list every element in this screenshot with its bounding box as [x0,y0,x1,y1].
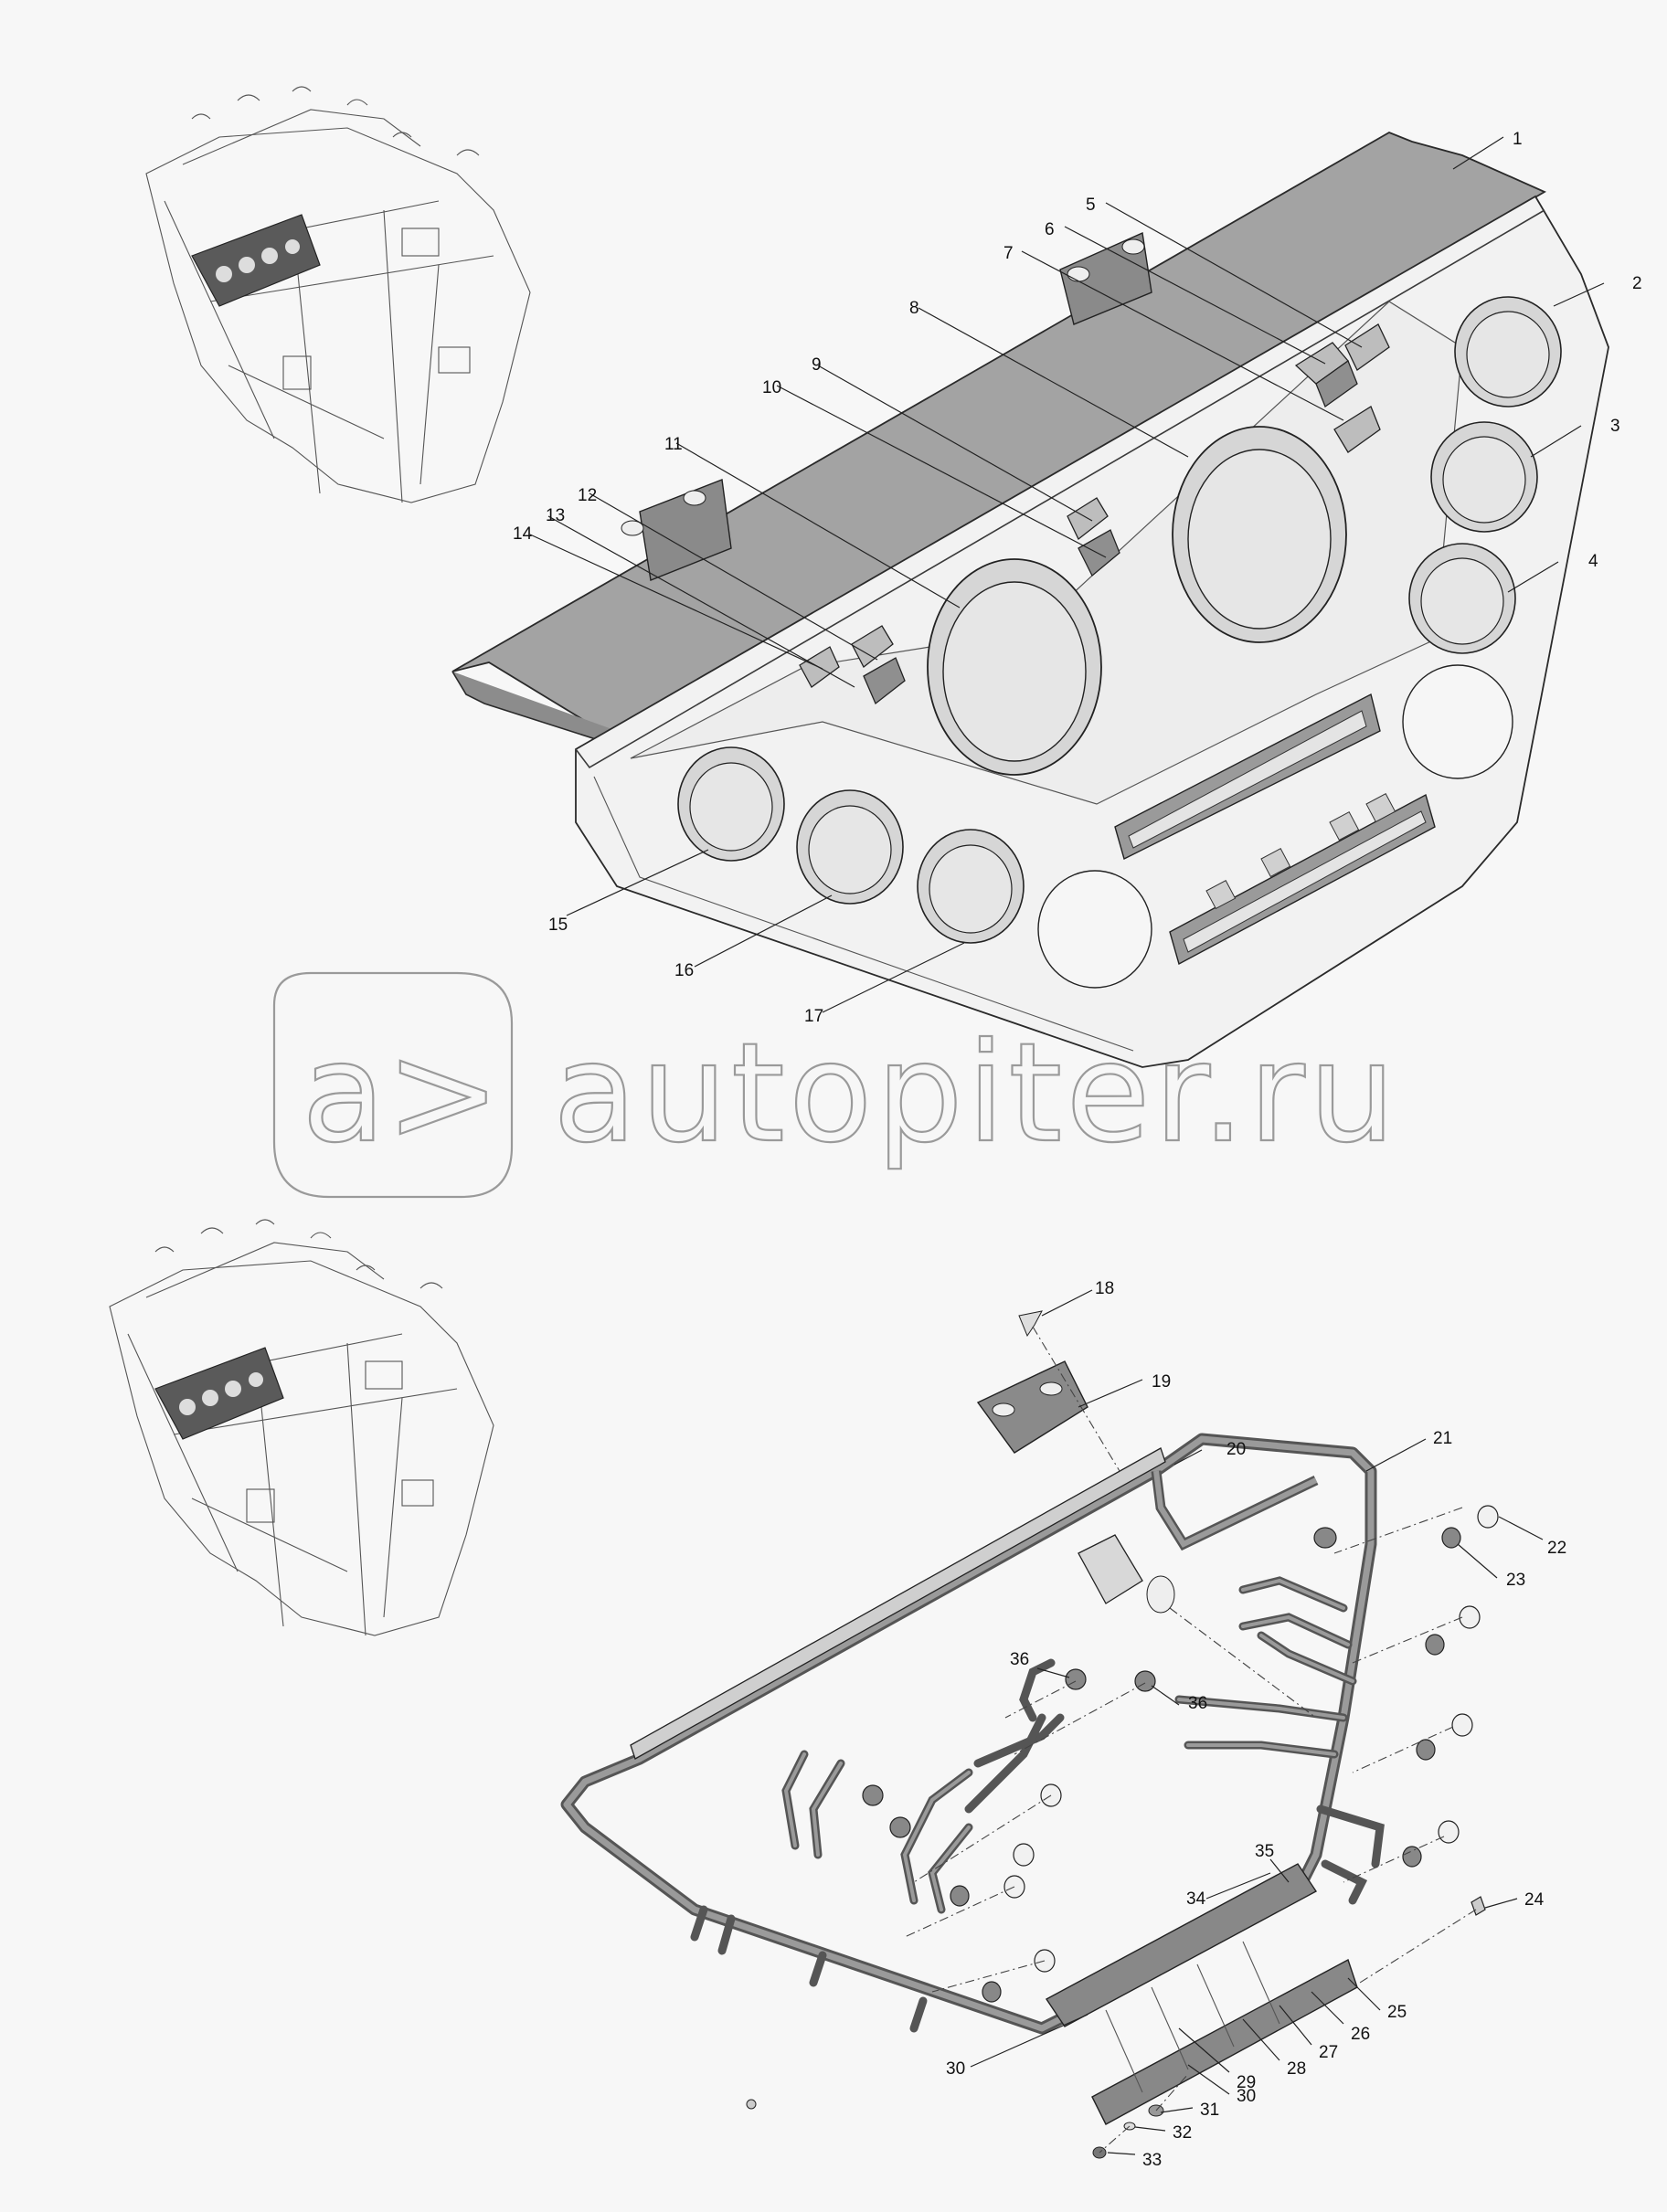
callout-12: 12 [578,486,597,505]
callout-36-right: 36 [1188,1694,1207,1713]
callout-17: 17 [804,1007,823,1026]
callout-23: 23 [1506,1571,1525,1590]
callout-36-left: 36 [1010,1650,1029,1669]
watermark-logo-glyph: a> [302,1014,501,1173]
vehicle-wiring-locator-icon [109,1219,494,1636]
callout-26: 26 [1351,2025,1370,2044]
callout-8: 8 [909,299,919,318]
callout-27: 27 [1319,2043,1338,2062]
callout-13: 13 [546,506,565,525]
callout-29: 29 [1237,2073,1256,2092]
callout-9: 9 [812,355,822,375]
callout-1: 1 [1513,130,1523,149]
callout-11: 11 [664,435,683,454]
callout-19: 19 [1152,1372,1171,1392]
watermark-logo-frame [272,971,514,1199]
callout-20: 20 [1226,1440,1246,1459]
instrument-panel-drawing [451,132,1609,1068]
callout-15: 15 [548,915,568,935]
callout-2: 2 [1632,274,1642,293]
callout-7: 7 [1003,244,1014,263]
callout-32: 32 [1173,2123,1192,2143]
wiring-harness-drawing [560,1310,1499,2159]
leader-lines [529,136,1605,2155]
callout-3: 3 [1610,417,1620,436]
callout-numbers: 1 2 3 4 5 6 7 8 9 10 11 12 13 14 15 16 1… [513,130,1642,2170]
watermark-brand-text: autopiter.ru [553,1014,1399,1173]
assembly-lines [904,1326,1477,2154]
callout-4: 4 [1588,552,1598,571]
callout-5: 5 [1086,196,1096,215]
callout-34: 34 [1186,1889,1206,1909]
callout-14: 14 [513,524,533,544]
callout-25: 25 [1387,2003,1407,2022]
callout-16: 16 [674,961,694,980]
callout-6: 6 [1045,220,1055,239]
watermark: a> autopiter.ru [272,971,1399,1199]
callout-10: 10 [762,378,781,397]
callout-18: 18 [1095,1279,1114,1298]
callout-24: 24 [1524,1890,1545,1910]
callout-30-right: 30 [1237,2087,1256,2106]
callout-28: 28 [1287,2059,1306,2079]
callout-35: 35 [1255,1842,1274,1861]
callout-31: 31 [1200,2101,1219,2120]
vehicle-wiring-locator-icon [145,86,531,503]
callout-21: 21 [1433,1429,1452,1448]
callout-33: 33 [1142,2151,1162,2170]
callout-30-left: 30 [946,2059,965,2079]
callout-22: 22 [1547,1539,1566,1558]
